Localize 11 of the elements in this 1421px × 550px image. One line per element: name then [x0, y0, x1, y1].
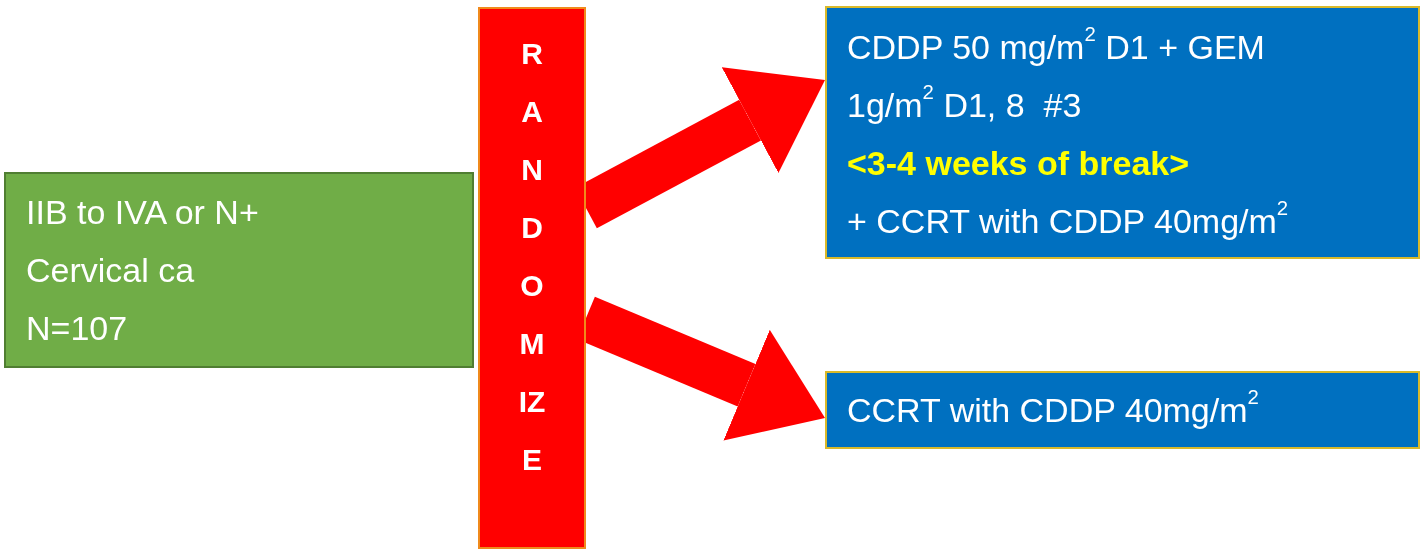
box-text: IIB to IVA or N+ Cervical ca — [26, 192, 260, 291]
randomize-bar — [478, 7, 586, 549]
box-text: + CCRT with CDDP 40mg/m$^{2}$ — [847, 195, 1289, 242]
box-text: CCRT with CDDP 40mg/m$^{2}$ — [847, 384, 1259, 431]
vertical-label: RANDOMIZE — [517, 36, 547, 478]
treatment-box — [825, 371, 1420, 449]
treatment-box — [825, 6, 1420, 259]
break-note: <3-4 weeks of break> — [847, 143, 1190, 184]
box-text: CDDP 50 mg/m$^{2}$ D1 + GEM 1g/m$^{2}$ D1, 8 #3 — [847, 21, 1266, 126]
population-box — [4, 172, 474, 368]
box-text: N=107 — [26, 308, 128, 349]
